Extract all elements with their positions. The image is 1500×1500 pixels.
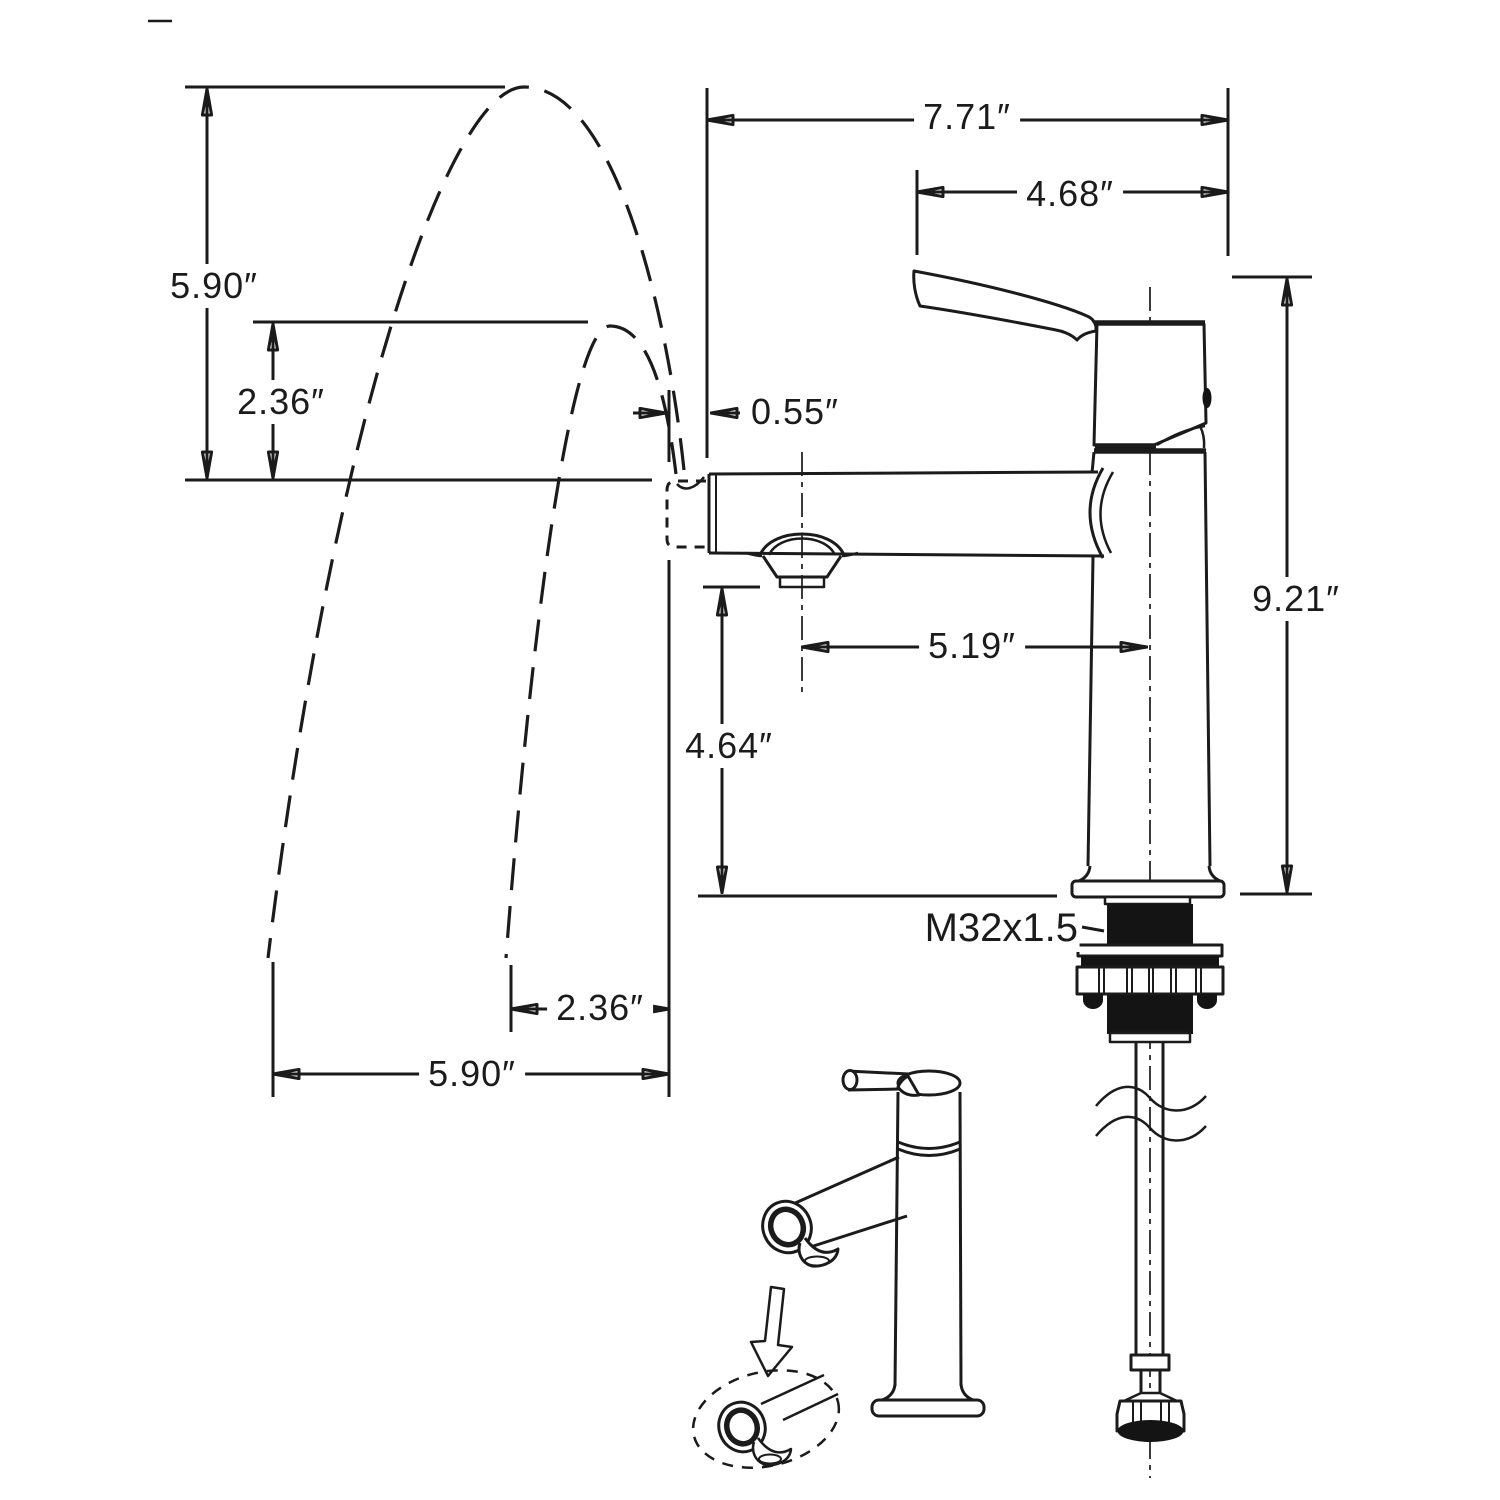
- spout-bottom-edge: [708, 551, 1105, 558]
- faucet-side-view: [665, 269, 1226, 906]
- water-arc-high: [266, 85, 686, 959]
- thread-spec-label: M32x1.5: [915, 904, 1080, 952]
- inset-spout-bottom: [800, 1214, 908, 1252]
- spout-column-intersection: [1088, 467, 1105, 559]
- mounting-shank: [1075, 904, 1225, 1044]
- pullout-direction-arrow-icon: [749, 1285, 794, 1378]
- spout-tip-detail: [691, 1369, 841, 1469]
- inset-base: [870, 1398, 986, 1418]
- shank-thread-upper: [1107, 904, 1193, 945]
- dimension-label-overall-height: 9.21″: [1243, 577, 1349, 621]
- dimension-label-overall-reach: 7.71″: [914, 95, 1020, 139]
- aerator-nozzle: [745, 532, 859, 589]
- thread-leader-line: [1081, 925, 1105, 933]
- shank-thread-lower: [1107, 995, 1193, 1034]
- water-arc-low: [504, 324, 678, 959]
- dim-spout-pullout: [633, 390, 740, 462]
- shank-washer-plate: [1076, 943, 1224, 958]
- mounting-nut: [1075, 965, 1225, 996]
- column-right-edge: [1203, 451, 1212, 867]
- spout-column-intersection-inner: [1099, 471, 1115, 554]
- hose-end-nut: [1115, 1391, 1186, 1442]
- water-stream-arcs: [266, 85, 686, 959]
- hose-collar: [1129, 1353, 1171, 1372]
- dimension-label-stream-landing-near: 2.36″: [547, 986, 653, 1030]
- spout-tip-extended-outline: [665, 479, 706, 549]
- temperature-indicator-dot: [1202, 388, 1212, 408]
- dimension-label-stream-height-low: 2.36″: [228, 380, 334, 424]
- inset-perspective-view: [691, 1069, 986, 1469]
- detail-callout-ellipse: [691, 1369, 841, 1469]
- dimension-label-stream-landing-far: 5.90″: [419, 1052, 525, 1096]
- inset-spout-top: [792, 1155, 900, 1206]
- hose-break-symbol: [1095, 1085, 1207, 1112]
- supply-hose: [1095, 1042, 1207, 1442]
- spout-top-edge: [708, 470, 1099, 476]
- spout-tip-notch: [676, 476, 705, 490]
- shank-gasket-band: [1081, 956, 1219, 967]
- dimension-label-spout-center-reach: 5.19″: [919, 624, 1025, 668]
- inset-handle-tip: [841, 1069, 859, 1091]
- dimension-label-spout-pullout: 0.55″: [742, 390, 848, 434]
- dimension-label-spout-outlet-height: 4.64″: [676, 724, 782, 768]
- column-left-edge: [1086, 556, 1095, 867]
- column-left-edge-top: [1090, 451, 1096, 474]
- shank-collar: [1108, 1031, 1192, 1044]
- base-flange: [1070, 865, 1226, 906]
- cartridge-head: [1092, 320, 1212, 449]
- detail-spout-lip: [751, 1437, 793, 1467]
- inset-faucet: [761, 1069, 986, 1418]
- dimension-label-handle-to-base: 4.68″: [1017, 172, 1123, 216]
- handle-lever: [912, 269, 1098, 342]
- dimension-label-stream-height-high: 5.90″: [161, 264, 267, 308]
